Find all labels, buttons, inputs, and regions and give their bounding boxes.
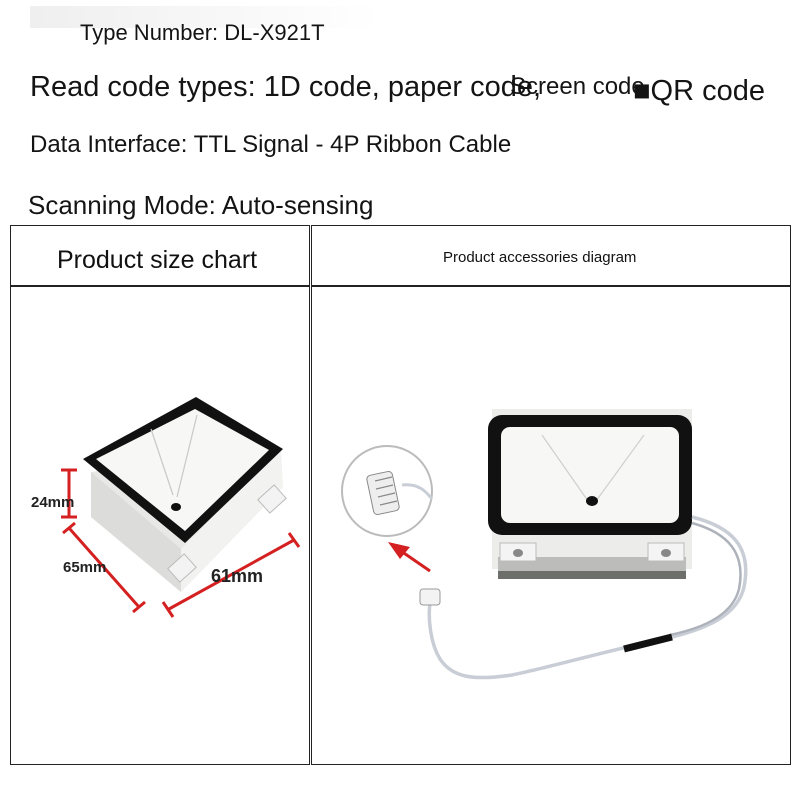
width-dimension-label: 61mm (211, 566, 264, 586)
red-arrow-icon (61, 468, 301, 618)
faded-header-text (30, 6, 380, 28)
separator-glyph: ■ (633, 75, 651, 107)
sensor-hole-right (586, 496, 598, 506)
scanning-mode-text: Scanning Mode: Auto-sensing (28, 190, 374, 220)
sensor-hole (171, 503, 181, 511)
type-number-text: Type Number: DL-X921T (80, 20, 325, 45)
scanner-window (96, 409, 269, 531)
read-code-types-text: Read code types: 1D code, paper code, (30, 71, 542, 103)
scanner-accessories-illustration (341, 409, 748, 680)
data-interface-text: Data Interface: TTL Signal - 4P Ribbon C… (30, 131, 512, 158)
accessories-cell (311, 286, 791, 765)
cable-plug (419, 588, 441, 606)
depth-dimension-label: 65mm (63, 559, 107, 576)
screen-code-text: Screen code (510, 73, 645, 100)
size-chart-title: Product size chart (57, 246, 258, 274)
size-chart-cell: 24mm 65mm 61mm (10, 286, 310, 765)
ribbon-cable (427, 515, 748, 680)
product-table: Product size chart Product accessories d… (10, 225, 791, 765)
cable-sleeve (623, 633, 673, 653)
size-chart-header: Product size chart (10, 225, 310, 286)
accessories-title: Product accessories diagram (443, 249, 637, 266)
scanner-window-right (501, 427, 679, 523)
qr-code-text: ■QR code (633, 75, 765, 108)
accessories-header: Product accessories diagram (311, 225, 791, 286)
red-arrow-icon (388, 542, 431, 573)
height-dimension-label: 24mm (31, 494, 75, 511)
scanner-size-illustration (61, 397, 301, 618)
qr-code-label: QR code (650, 75, 765, 107)
